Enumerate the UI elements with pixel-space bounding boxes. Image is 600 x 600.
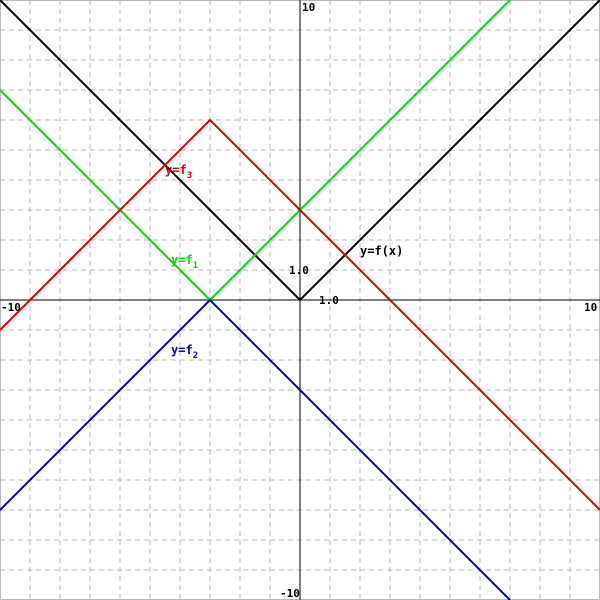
series-label-text: y=f (171, 253, 193, 267)
series-label-subscript: 1 (193, 261, 198, 271)
series-line-2 (0, 298, 511, 600)
series-label-2: y=f2 (171, 343, 198, 361)
series-label-text: y=f (171, 343, 193, 357)
series-label-0: y=f(x) (360, 244, 403, 258)
tick-label-y-min: -10 (280, 587, 300, 600)
series-label-3: y=f3 (165, 163, 192, 181)
series-label-text: y=f(x) (360, 244, 403, 258)
series-label-1: y=f1 (171, 253, 198, 271)
tick-label-x-unit: 1.0 (319, 294, 339, 307)
series-label-subscript: 3 (187, 171, 192, 181)
tick-label-x-max: 10 (584, 301, 597, 314)
tick-label-y-unit: 1.0 (289, 264, 309, 277)
series-line-0 (0, 0, 600, 302)
tick-label-y-max: 10 (302, 1, 315, 14)
series-label-subscript: 2 (193, 351, 198, 361)
series-label-text: y=f (165, 163, 187, 177)
series-line-3 (0, 118, 600, 511)
tick-label-x-min: -10 (1, 301, 21, 314)
